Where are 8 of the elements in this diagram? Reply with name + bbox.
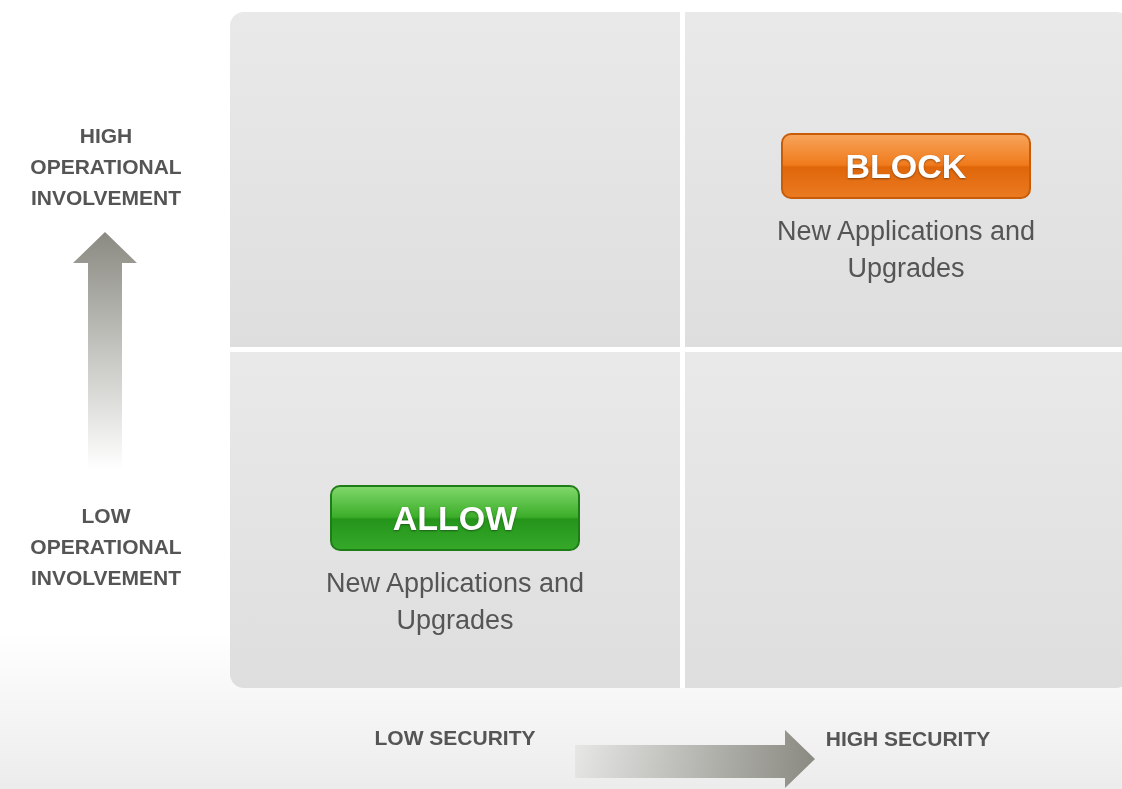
- status-button: BLOCK: [781, 133, 1031, 199]
- axis-label: HIGH OPERATIONAL INVOLVEMENT: [29, 123, 183, 211]
- description-text: New Applications and Upgrades: [324, 567, 586, 637]
- description-text: New Applications and Upgrades: [775, 215, 1037, 285]
- axis-label: LOW SECURITY: [373, 725, 537, 751]
- axis-label: HIGH SECURITY: [824, 726, 992, 752]
- status-button: ALLOW: [330, 485, 580, 551]
- axis-label: LOW OPERATIONAL INVOLVEMENT: [29, 503, 183, 591]
